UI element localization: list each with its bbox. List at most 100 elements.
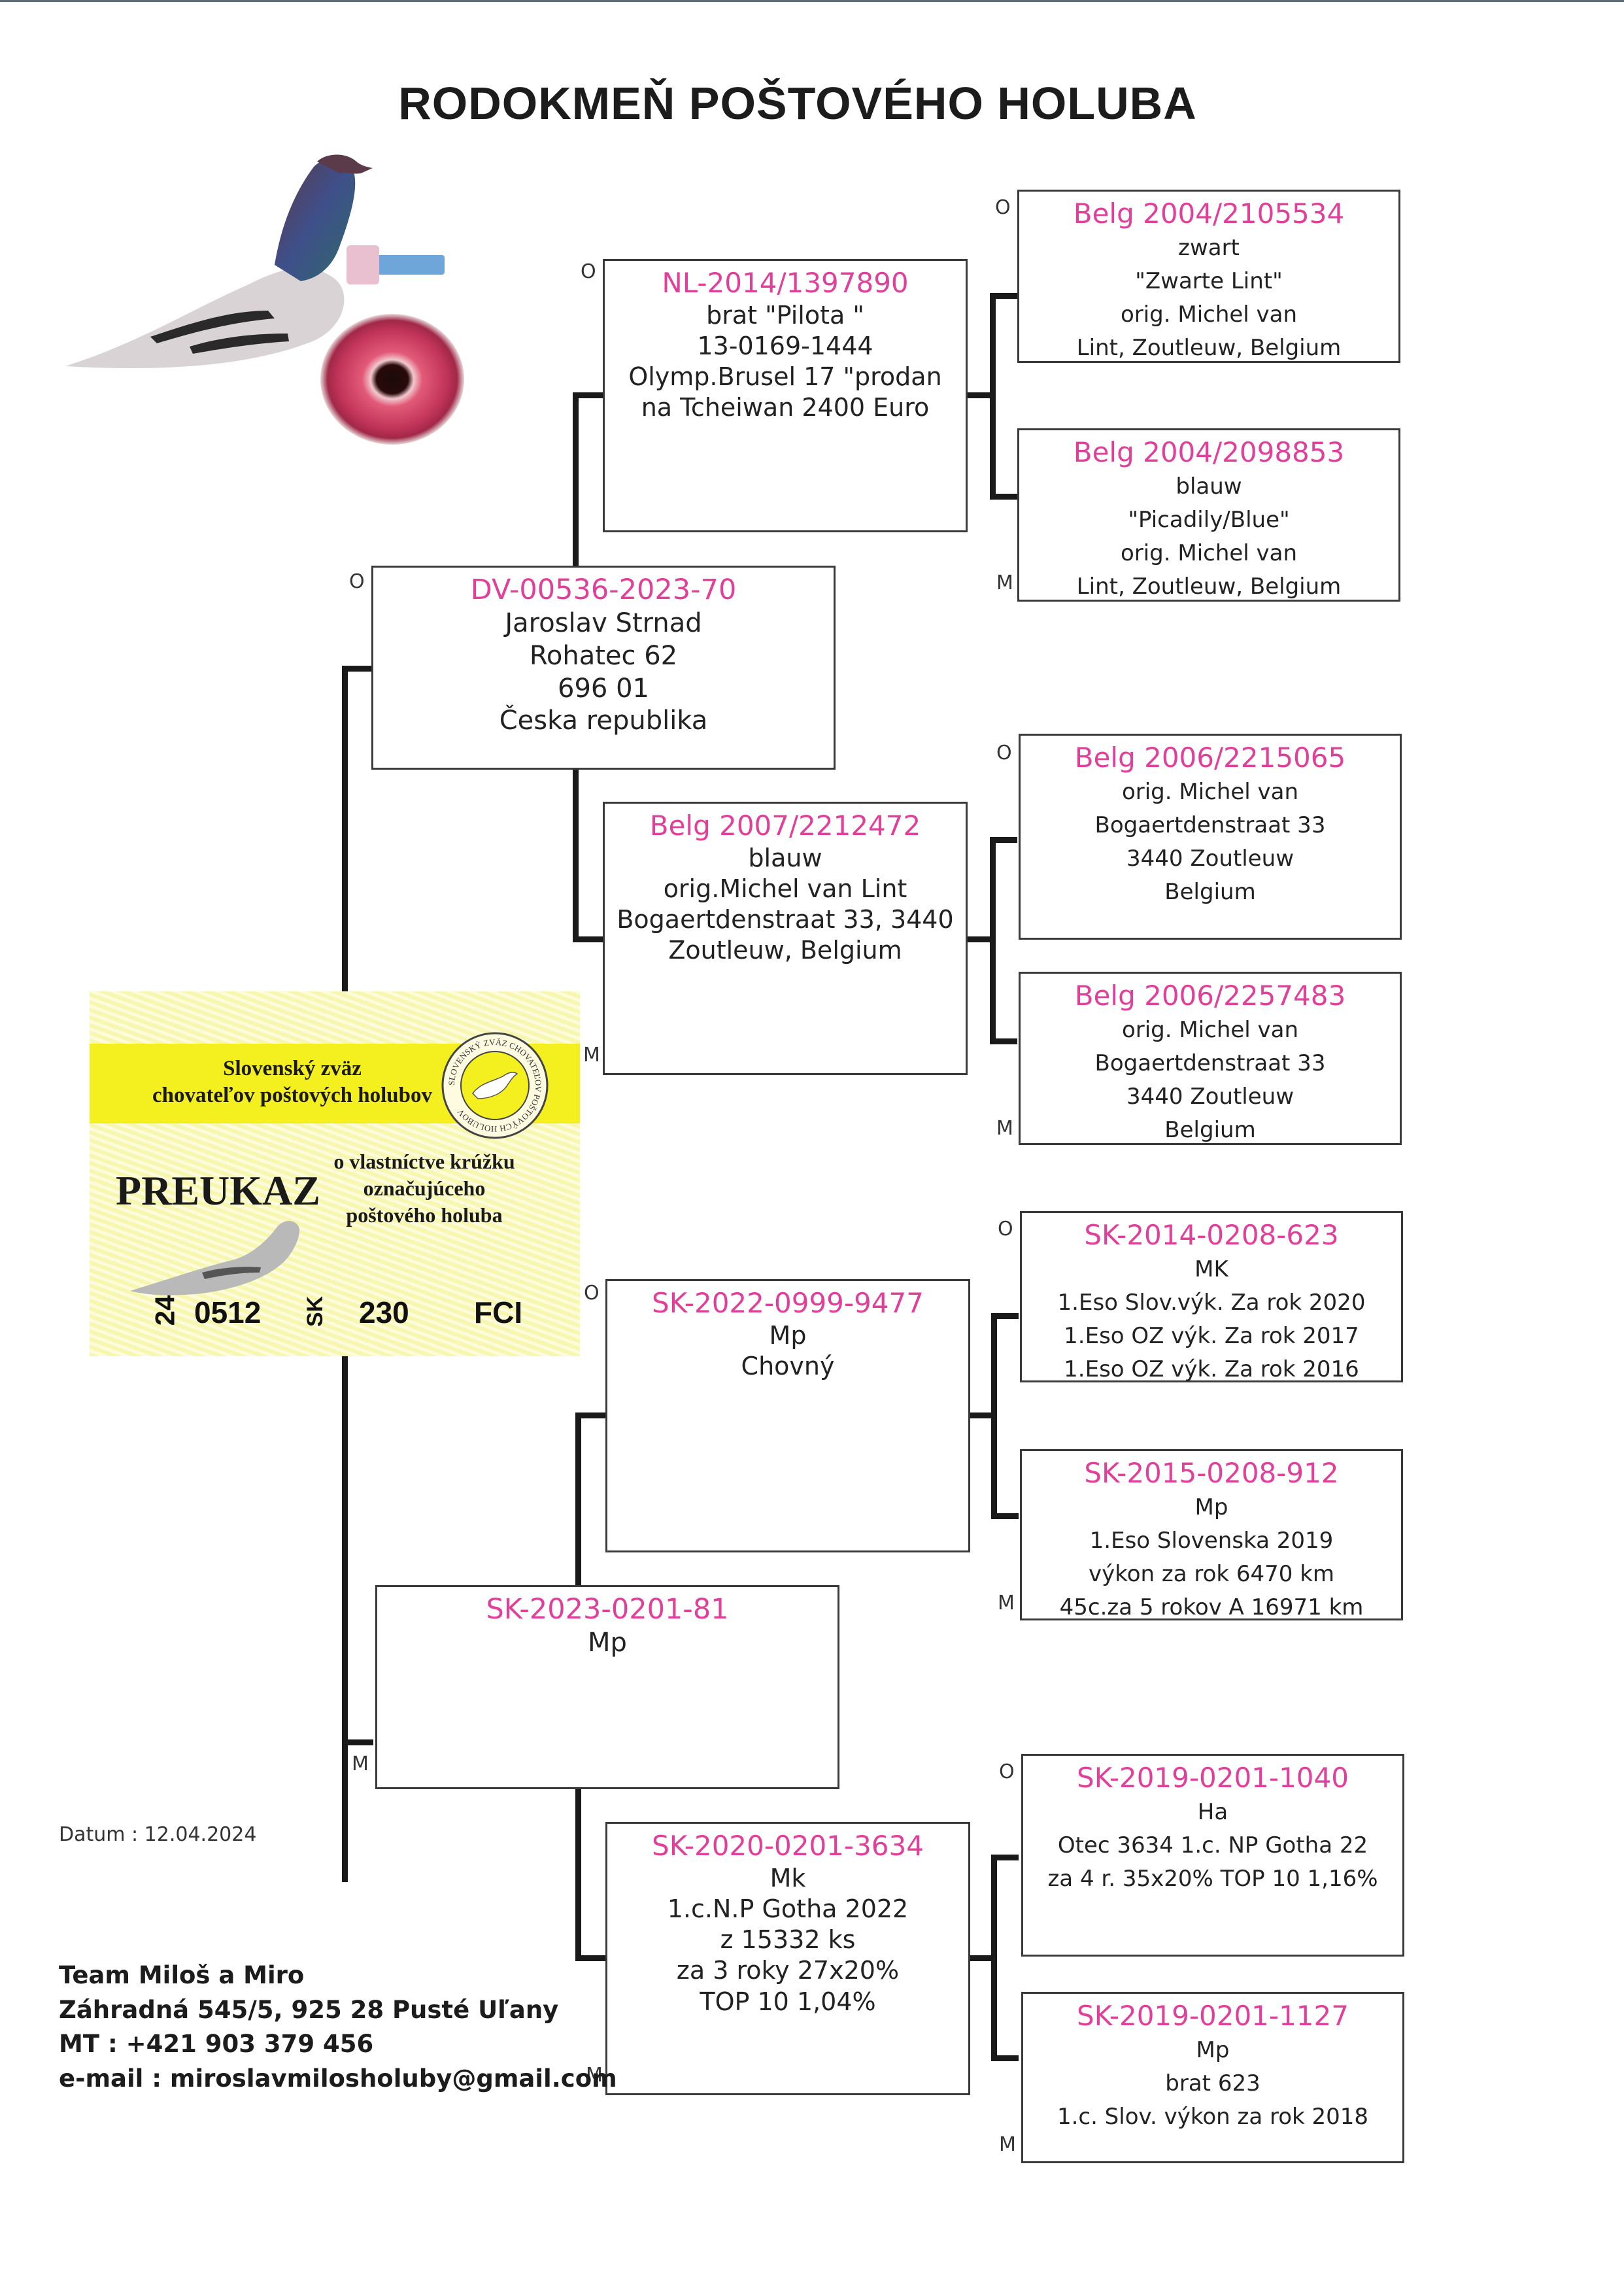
connector-fm-vertical — [990, 837, 996, 1044]
fff-ring: Belg 2004/2105534 — [1073, 197, 1345, 230]
certificate-country: SK — [300, 1296, 331, 1327]
mmf-ring: SK-2019-0201-1040 — [1077, 1762, 1349, 1794]
mother-line-1: Mp — [588, 1628, 627, 1658]
connector-ff-top — [990, 293, 1017, 299]
fmm-line-2: Bogaertdenstraat 33 — [1094, 1050, 1326, 1076]
dove-icon — [472, 1072, 518, 1099]
fmf-line-1: orig. Michel van — [1121, 778, 1299, 805]
connector-mf-bottom — [991, 1513, 1019, 1519]
mark-fmf: O — [996, 742, 1012, 764]
certificate-fci: FCI — [474, 1295, 523, 1329]
breeder-email: e-mail : miroslavmilosholuby@gmail.com — [59, 2064, 617, 2093]
fmm-line-1: orig. Michel van — [1121, 1016, 1299, 1043]
page-title: RODOKMEŇ POŠTOVÉHO HOLUBA — [398, 78, 1197, 129]
mf-ring: SK-2022-0999-9477 — [652, 1287, 924, 1319]
certificate-sub-line-3: poštového holuba — [346, 1203, 503, 1227]
fmf-line-2: Bogaertdenstraat 33 — [1094, 812, 1326, 838]
mfm-line-1: Mp — [1194, 1494, 1228, 1520]
ff-line-1: brat "Pilota " — [706, 301, 864, 330]
ring-certificate: Slovenský zväz chovateľov poštových holu… — [90, 991, 580, 1356]
certificate-org-line-1: Slovenský zväz — [223, 1057, 362, 1080]
mmm-line-2: brat 623 — [1165, 2070, 1260, 2097]
breeder-contact: Team Miloš a Miro Záhradná 545/5, 925 28… — [59, 1959, 617, 2096]
mark-mother: M — [352, 1753, 369, 1775]
mother-box: SK-2023-0201-81 Mp — [375, 1585, 839, 1789]
breeder-address: Záhradná 545/5, 925 28 Pusté Uľany — [59, 1995, 559, 2024]
fmf-ring: Belg 2006/2215065 — [1074, 742, 1346, 774]
fff-line-3: orig. Michel van — [1120, 301, 1298, 328]
certificate-sub-line-2: označujúceho — [363, 1176, 486, 1200]
mmf-line-1: Ha — [1197, 1798, 1228, 1825]
mmm-ring: SK-2019-0201-1127 — [1077, 2000, 1349, 2032]
fff-line-1: zwart — [1178, 234, 1240, 261]
fmm-ring: Belg 2006/2257483 — [1074, 980, 1346, 1012]
bird-wing-bar-2 — [190, 334, 289, 354]
certificate-org-line-2: chovateľov poštových holubov — [152, 1084, 433, 1108]
mark-mm: M — [586, 2064, 603, 2087]
certificate-subtitle: o vlastníctve krúžku označujúceho poštov… — [320, 1148, 529, 1229]
mm-line-5: TOP 10 1,04% — [700, 1987, 876, 2016]
connector-mf-vertical — [991, 1313, 997, 1518]
fm-ring: Belg 2007/2212472 — [649, 810, 921, 842]
connector-mm-top — [991, 1855, 1019, 1860]
connector-mf-top — [991, 1313, 1019, 1319]
mark-ffm: M — [996, 572, 1013, 594]
connector-ff-bottom — [990, 494, 1017, 500]
fmf-line-3: 3440 Zoutleuw — [1126, 845, 1294, 872]
pigeon-line-3: 696 01 — [558, 673, 649, 704]
connector-father-top — [573, 392, 604, 398]
mfm-ring: SK-2015-0208-912 — [1084, 1457, 1339, 1489]
fm-line-1: blauw — [748, 844, 822, 873]
certificate-organization: Slovenský zväz chovateľov poštových holu… — [109, 1055, 475, 1110]
mmm-line-3: 1.c. Slov. výkon za rok 2018 — [1057, 2103, 1369, 2130]
association-logo: SLOVENSKÝ ZVÄZ CHOVATEĽOV POŠTOVÝCH HOLU… — [441, 1032, 549, 1139]
fmm-line-3: 3440 Zoutleuw — [1126, 1083, 1294, 1110]
certificate-pigeon-image — [130, 1221, 300, 1295]
fm-line-4: Zoutleuw, Belgium — [668, 936, 902, 965]
ffm-box: Belg 2004/2098853 blauw "Picadily/Blue" … — [1017, 428, 1400, 602]
mm-ring: SK-2020-0201-3634 — [652, 1830, 924, 1862]
connector-ff-stem — [966, 392, 992, 398]
ring-tag — [360, 255, 445, 275]
mf-line-1: Mp — [769, 1321, 807, 1350]
fff-line-4: Lint, Zoutleuw, Belgium — [1076, 334, 1342, 361]
bird-head — [317, 154, 373, 174]
ff-line-3: Olymp.Brusel 17 "prodan — [628, 362, 942, 392]
mf-box: SK-2022-0999-9477 Mp Chovný — [605, 1279, 970, 1552]
mm-line-2: 1.c.N.P Gotha 2022 — [667, 1894, 909, 1924]
eye-closeup — [320, 314, 464, 445]
mmm-box: SK-2019-0201-1127 Mp brat 623 1.c. Slov.… — [1021, 1992, 1404, 2163]
certificate-serial: 230 — [359, 1295, 409, 1329]
mother-ring: SK-2023-0201-81 — [486, 1593, 729, 1626]
mm-line-3: z 15332 ks — [720, 1925, 856, 1955]
connector-father-bottom — [573, 936, 604, 942]
connector-ff-vertical — [990, 293, 996, 500]
mff-line-1: MK — [1194, 1256, 1228, 1282]
connector-fm-bottom — [990, 1038, 1017, 1044]
ffm-line-1: blauw — [1176, 473, 1242, 500]
certificate-number: 0512 — [194, 1295, 262, 1329]
mark-mmf: O — [999, 1760, 1015, 1783]
mff-line-2: 1.Eso Slov.výk. Za rok 2020 — [1057, 1289, 1366, 1316]
connector-mm-vertical — [991, 1855, 997, 2061]
certificate-year-text: 24 — [149, 1295, 180, 1326]
mff-line-3: 1.Eso OZ výk. Za rok 2017 — [1064, 1322, 1359, 1349]
top-rule — [0, 0, 1624, 2]
mmf-line-2: Otec 3634 1.c. NP Gotha 22 — [1057, 1832, 1368, 1858]
connector-mf-stem — [968, 1412, 994, 1418]
ffm-ring: Belg 2004/2098853 — [1073, 436, 1345, 468]
mff-line-4: 1.Eso OZ výk. Za rok 2016 — [1064, 1356, 1359, 1382]
mmm-line-1: Mp — [1196, 2036, 1230, 2063]
fm-line-2: orig.Michel van Lint — [663, 874, 907, 904]
connector-mother-bottom — [575, 1955, 607, 1961]
mark-pigeon: O — [349, 570, 365, 593]
mf-line-2: Chovný — [741, 1352, 835, 1381]
pigeon-photo — [65, 154, 464, 445]
ffm-line-4: Lint, Zoutleuw, Belgium — [1076, 573, 1342, 600]
mm-box: SK-2020-0201-3634 Mk 1.c.N.P Gotha 2022 … — [605, 1822, 970, 2095]
ffm-line-3: orig. Michel van — [1120, 539, 1298, 566]
bird-body — [65, 267, 345, 369]
fmf-box: Belg 2006/2215065 orig. Michel van Bogae… — [1019, 734, 1402, 940]
mark-mmm: M — [999, 2133, 1016, 2156]
certificate-title: PREUKAZ — [116, 1167, 320, 1214]
